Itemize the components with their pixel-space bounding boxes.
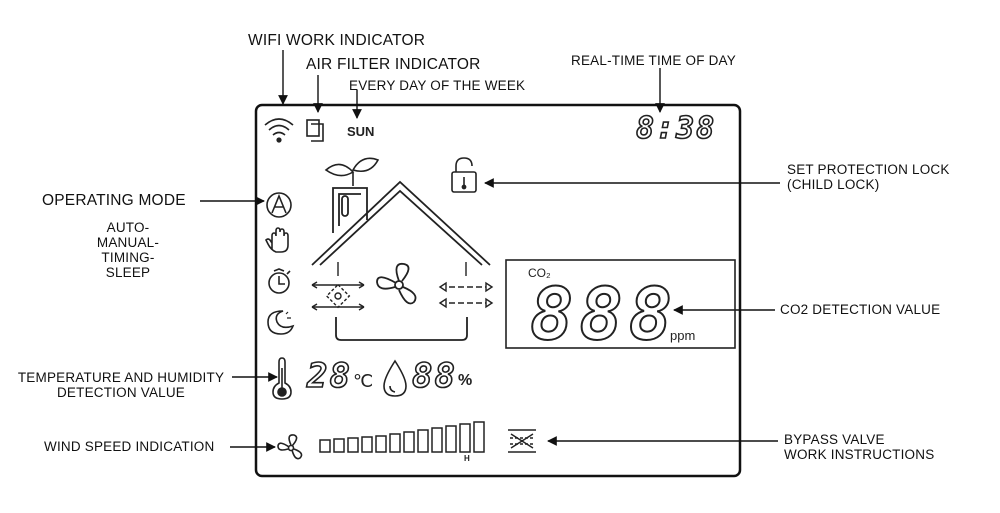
humidity-unit: %	[458, 372, 473, 389]
wind-speed-label: WIND SPEED INDICATION	[44, 439, 215, 454]
airflow-left	[311, 262, 365, 311]
air-filter-icon	[306, 119, 324, 142]
speed-bar	[445, 425, 457, 453]
mode-timing: TIMING-	[101, 250, 155, 265]
mode-manual: MANUAL-	[96, 235, 160, 250]
child-lock-label-line1: SET PROTECTION LOCK	[787, 162, 950, 177]
day-readout: SUN	[347, 124, 375, 139]
speed-bar	[375, 435, 387, 453]
mode-auto: AUTO-	[106, 220, 150, 235]
time-readout: 8:38	[635, 110, 717, 147]
wind-fan-icon	[277, 434, 303, 460]
co2-detection-label: CO2 DETECTION VALUE	[780, 302, 941, 317]
mode-list: AUTO- MANUAL- TIMING- SLEEP	[80, 220, 176, 280]
speed-bar	[431, 427, 443, 453]
co2-box-label: CO₂	[528, 266, 551, 280]
temperature-unit: ℃	[353, 371, 374, 391]
bypass-valve-label-line2: WORK INSTRUCTIONS	[784, 447, 935, 462]
speed-bar	[389, 433, 401, 453]
lock-icon	[451, 157, 477, 193]
auto-mode-icon	[266, 192, 292, 218]
time-of-day-label: REAL-TIME TIME OF DAY	[571, 53, 736, 68]
sprout-icon	[324, 157, 380, 186]
air-filter-label: AIR FILTER INDICATOR	[306, 56, 481, 73]
lcd-frame	[254, 103, 742, 478]
co2-unit: ppm	[670, 328, 696, 343]
speed-bar	[417, 429, 429, 453]
child-lock-label-line2: (CHILD LOCK)	[787, 177, 880, 192]
operating-mode-label: OPERATING MODE	[42, 192, 186, 209]
co2-box	[505, 259, 736, 349]
temp-humidity-label: TEMPERATURE AND HUMIDITY DETECTION VALUE	[8, 370, 234, 400]
co2-readout: 888	[529, 271, 679, 357]
thermometer-in-chimney	[341, 195, 349, 217]
day-of-week-label: EVERY DAY OF THE WEEK	[349, 78, 526, 93]
temp-humidity-label-line1: TEMPERATURE AND HUMIDITY	[17, 370, 225, 385]
timing-mode-icon	[268, 268, 291, 294]
speed-bar	[459, 423, 471, 453]
speed-bar	[361, 436, 373, 453]
bypass-valve-icon	[508, 429, 536, 453]
humidity-readout: 88	[411, 355, 457, 397]
manual-mode-icon	[265, 227, 289, 253]
airflow-right	[438, 262, 494, 309]
speed-bar	[473, 421, 485, 453]
speed-bar	[403, 431, 415, 453]
leader-lines	[200, 50, 780, 452]
speed-high-mark: H	[464, 454, 470, 463]
speed-bar	[333, 438, 345, 453]
wifi-icon	[264, 118, 294, 143]
temperature-readout: 28	[306, 355, 352, 397]
bypass-valve-label: BYPASS VALVE WORK INSTRUCTIONS	[784, 432, 934, 462]
center-fan-icon	[376, 262, 417, 305]
wind-speed-bars	[319, 421, 485, 453]
house-outline	[311, 180, 491, 341]
mode-sleep: SLEEP	[105, 265, 151, 280]
speed-bar	[347, 437, 359, 453]
thermometer-icon	[272, 357, 292, 400]
sleep-mode-icon	[267, 310, 295, 335]
wifi-indicator-label: WIFI WORK INDICATOR	[248, 32, 426, 49]
temp-humidity-label-line2: DETECTION VALUE	[56, 385, 186, 400]
bypass-valve-label-line1: BYPASS VALVE	[784, 432, 885, 447]
humidity-drop-icon	[383, 359, 407, 397]
child-lock-label: SET PROTECTION LOCK (CHILD LOCK)	[787, 162, 950, 192]
speed-bar	[319, 439, 331, 453]
